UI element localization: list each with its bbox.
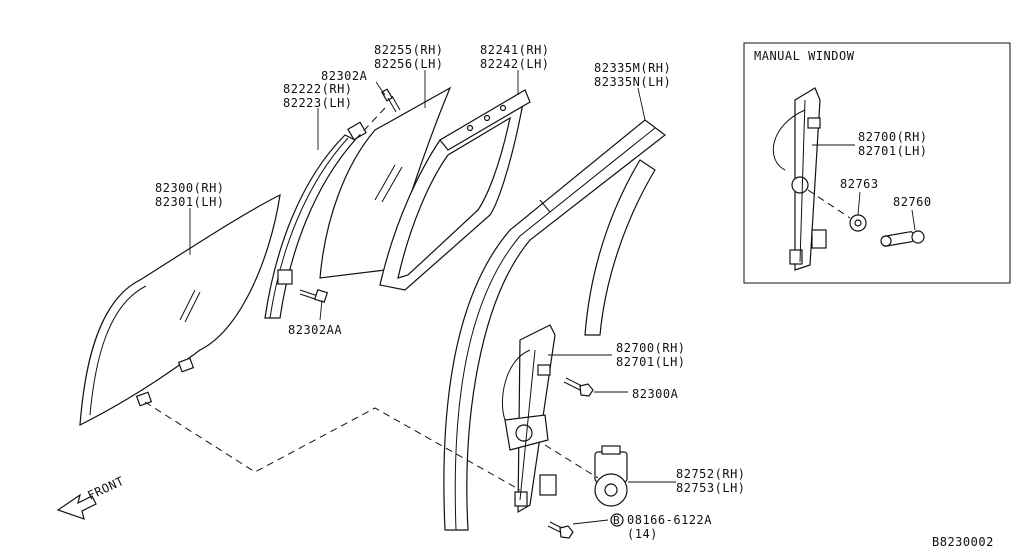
leader-run-channel: [637, 87, 646, 121]
assembly-line-glass: [144, 401, 521, 491]
label-partition-lh: 82256(LH): [374, 57, 444, 71]
front-label: FRONT: [85, 474, 126, 503]
label-sash-rh: 82222(RH): [283, 82, 353, 96]
label-sash-lh: 82223(LH): [283, 96, 353, 110]
label-bolt-qty: (14): [627, 527, 658, 541]
inset-label-regulator-lh: 82701(LH): [858, 144, 928, 158]
label-regulator-rh: 82700(RH): [616, 341, 686, 355]
inset-assembly-line: [807, 189, 851, 219]
inset-label-escutcheon: 82763: [840, 177, 879, 191]
inset-frame: [743, 42, 1011, 284]
bolt-82300a: [563, 377, 594, 397]
label-bolt-regulator: 82300A: [632, 387, 679, 401]
label-glass-lh: 82301(LH): [155, 195, 225, 209]
inset-escutcheon: [849, 214, 867, 232]
bolt-08166: [547, 521, 574, 539]
label-channel-lh: 82242(LH): [480, 57, 550, 71]
bolt-82302aa: [299, 288, 329, 304]
label-glass-rh: 82300(RH): [155, 181, 225, 195]
label-run-channel-lh: 82335N(LH): [594, 75, 671, 89]
inset-label-regulator-rh: 82700(RH): [858, 130, 928, 144]
inset-leader-handle: [911, 209, 916, 231]
label-motor-rh: 82752(RH): [676, 467, 746, 481]
label-bolt-code: 08166-6122A: [627, 513, 712, 527]
leader-bolt-top: [375, 81, 386, 96]
inset-label-handle: 82760: [893, 195, 932, 209]
inset-leader-escutcheon: [857, 191, 861, 216]
label-run-channel-rh: 82335M(RH): [594, 61, 671, 75]
inset-regulator: [772, 87, 827, 271]
label-bolt-top: 82302A: [321, 69, 368, 83]
label-partition-rh: 82255(RH): [374, 43, 444, 57]
diagram-id: B8230002: [932, 535, 994, 549]
leader-bolt-08166: [572, 519, 609, 525]
assembly-line-motor: [544, 444, 599, 479]
inset-title: MANUAL WINDOW: [754, 49, 855, 63]
bolt-symbol: B: [613, 514, 620, 527]
assembly-line-bolt-top: [354, 107, 386, 141]
label-regulator-lh: 82701(LH): [616, 355, 686, 369]
label-channel-rh: 82241(RH): [480, 43, 550, 57]
door-glass: [79, 193, 281, 427]
label-bolt-bottom: 82302AA: [288, 323, 342, 337]
window-crank-handle-icon: [880, 230, 925, 247]
glass-sash: [264, 121, 367, 319]
bolt-82302a: [381, 88, 401, 113]
leader-bolt-aa: [319, 299, 323, 321]
glass-run-channel: [443, 119, 666, 531]
label-motor-lh: 82753(LH): [676, 481, 746, 495]
front-arrow-icon: [56, 493, 97, 520]
bolt-symbol-circle: [610, 513, 624, 527]
door-channel: [379, 89, 531, 291]
window-regulator: [502, 324, 557, 514]
regulator-motor: [594, 445, 628, 507]
